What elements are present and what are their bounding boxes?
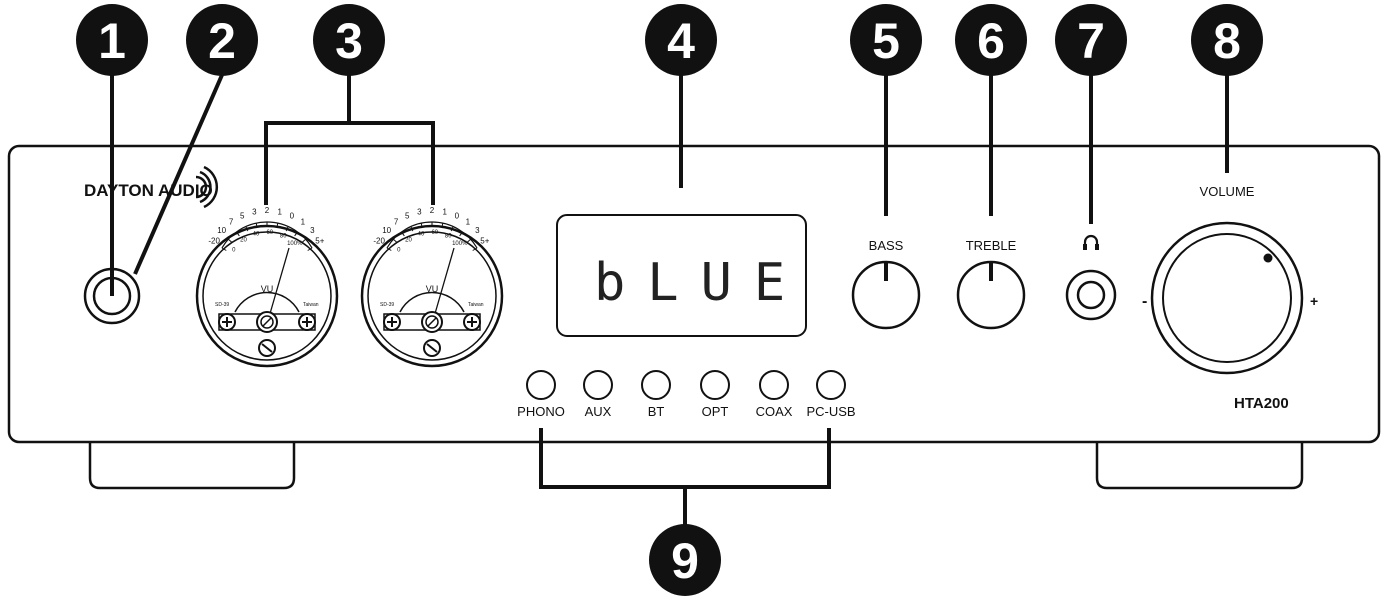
model-label: HTA200: [1234, 395, 1289, 412]
callout-lines: [110, 70, 1229, 530]
input-button-coax[interactable]: COAX: [756, 370, 793, 419]
vu-scale-label: 1: [277, 207, 282, 216]
vu-left-mark: SD-39: [380, 302, 394, 308]
vu-scale-label: 10: [382, 226, 391, 235]
callout-number: 9: [671, 533, 699, 589]
callout-number: 7: [1077, 13, 1105, 69]
vu-percent-label: 0: [232, 248, 236, 254]
vu-scale-label: 5+: [315, 237, 324, 246]
callout-number: 3: [335, 13, 363, 69]
lcd-display: bLUE: [556, 214, 807, 337]
volume-minus-label: -: [1142, 293, 1147, 310]
input-label: AUX: [585, 404, 612, 419]
input-selector-buttons: PHONO AUX BT OPT COAX PC-USB: [517, 370, 856, 419]
vu-percent-label: 0: [397, 248, 401, 254]
vu-scale-label: 1: [301, 218, 306, 227]
input-button-phono[interactable]: PHONO: [517, 370, 565, 419]
treble-knob[interactable]: TREBLE: [956, 238, 1026, 330]
input-button-bt[interactable]: BT: [641, 370, 671, 419]
vu-scale-label: 3: [475, 226, 480, 235]
vu-percent-label: 60: [431, 230, 438, 236]
input-button-opt[interactable]: OPT: [700, 370, 730, 419]
volume-knob[interactable]: VOLUME - +: [1142, 184, 1318, 375]
vu-label: VU: [426, 284, 439, 294]
vu-scale-label: 1: [466, 218, 471, 227]
callout-number: 2: [208, 13, 236, 69]
display-text: bLUE: [594, 253, 807, 313]
input-button-pc-usb[interactable]: PC-USB: [806, 370, 856, 419]
bass-knob[interactable]: BASS: [851, 238, 921, 330]
callout-7: 7: [1055, 4, 1127, 76]
input-label: OPT: [702, 404, 729, 419]
callout-5: 5: [850, 4, 922, 76]
vu-scale-label: 5+: [480, 237, 489, 246]
right-foot: [1095, 440, 1304, 490]
input-label: COAX: [756, 404, 793, 419]
vu-percent-label: 40: [253, 232, 260, 238]
callout-number: 4: [667, 13, 695, 69]
callout-number: 1: [98, 13, 126, 69]
callout-1: 1: [76, 4, 148, 76]
vu-right-mark: Taiwan: [468, 302, 484, 308]
vu-scale-label: 7: [394, 218, 399, 227]
vu-scale-label: 1: [442, 207, 447, 216]
vu-scale-label: 10: [217, 226, 226, 235]
vu-scale-label: 2: [430, 206, 435, 215]
treble-label: TREBLE: [966, 238, 1017, 253]
vu-scale-label: 5: [405, 211, 410, 220]
vu-scale-label: 0: [455, 211, 460, 220]
vu-scale-label: -20: [373, 237, 385, 246]
brand-logo: DAYTON AUDIO: [84, 165, 219, 209]
left-foot: [88, 440, 296, 490]
vu-scale-label: 0: [290, 211, 295, 220]
vu-percent-label: 20: [405, 238, 412, 244]
vu-percent-label: 40: [418, 232, 425, 238]
bass-label: BASS: [869, 238, 904, 253]
callout-number: 6: [977, 13, 1005, 69]
callout-number: 5: [872, 13, 900, 69]
vu-scale-label: 2: [265, 206, 270, 215]
callout-8: 8: [1191, 4, 1263, 76]
callout-9: 9: [649, 524, 721, 596]
vu-left-mark: SD-39: [215, 302, 229, 308]
vu-scale-label: 5: [240, 211, 245, 220]
vu-scale-label: -20: [208, 237, 220, 246]
input-label: BT: [648, 404, 665, 419]
vu-scale-label: 7: [229, 218, 234, 227]
vu-percent-label: 80: [445, 233, 452, 239]
brand-text: DAYTON AUDIO: [84, 181, 213, 200]
callout-2: 2: [186, 4, 258, 76]
vu-scale-label: 3: [310, 226, 315, 235]
headphone-icon: [1083, 234, 1099, 250]
headphone-jack[interactable]: [1065, 234, 1117, 321]
vu-scale-label: 3: [417, 207, 422, 216]
vu-label: VU: [261, 284, 274, 294]
vu-right-mark: Taiwan: [303, 302, 319, 308]
callout-3: 3: [313, 4, 385, 76]
input-button-aux[interactable]: AUX: [583, 370, 613, 419]
vu-percent-label: 100%: [287, 241, 303, 247]
callout-6: 6: [955, 4, 1027, 76]
input-label: PC-USB: [806, 404, 855, 419]
volume-plus-label: +: [1310, 293, 1318, 309]
vu-percent-label: 60: [266, 230, 273, 236]
callout-4: 4: [645, 4, 717, 76]
vu-percent-label: 100%: [452, 241, 468, 247]
callout-number: 8: [1213, 13, 1241, 69]
volume-label: VOLUME: [1200, 184, 1255, 199]
vu-percent-label: 20: [240, 238, 247, 244]
vu-scale-label: 3: [252, 207, 257, 216]
input-label: PHONO: [517, 404, 565, 419]
vu-percent-label: 80: [280, 233, 287, 239]
